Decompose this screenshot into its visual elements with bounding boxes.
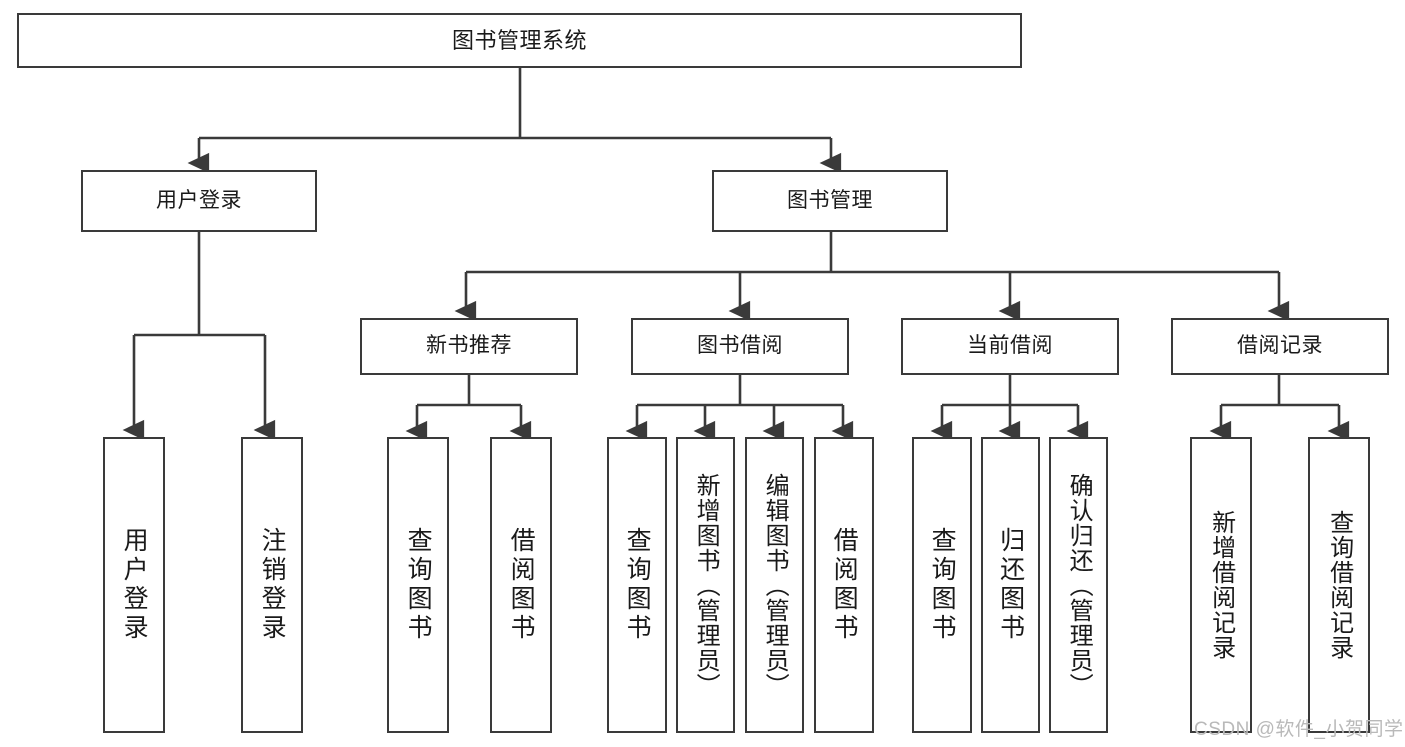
leaf-query-book-borrowing[interactable]: 查询图书 [607, 437, 667, 733]
leaf-logout[interactable]: 注销登录 [241, 437, 303, 733]
node-current-borrowing[interactable]: 当前借阅 [901, 318, 1119, 375]
node-label: 注销登录 [258, 527, 287, 643]
node-label: 图书管理 [787, 188, 873, 212]
node-label: 查询图书 [928, 527, 957, 643]
node-label: 图书管理系统 [451, 27, 587, 53]
leaf-return-book[interactable]: 归还图书 [981, 437, 1040, 733]
node-user-login[interactable]: 用户登录 [81, 170, 317, 232]
node-label: 当前借阅 [967, 334, 1053, 358]
node-label: 归还图书 [996, 527, 1025, 643]
node-label: 查询图书 [404, 527, 433, 643]
leaf-add-book-admin[interactable]: 新增图书（管理员） [676, 437, 735, 733]
node-borrowing-records[interactable]: 借阅记录 [1171, 318, 1389, 375]
node-label: 查询借阅记录 [1325, 510, 1353, 660]
leaf-query-book-current[interactable]: 查询图书 [912, 437, 972, 733]
node-new-book-recommendation[interactable]: 新书推荐 [360, 318, 578, 375]
node-label: 用户登录 [120, 527, 149, 643]
node-label: 查询图书 [623, 527, 652, 643]
node-label: 图书借阅 [697, 334, 783, 358]
node-label: 新增图书（管理员） [692, 472, 720, 698]
node-root-book-management-system[interactable]: 图书管理系统 [17, 13, 1022, 68]
node-label: 编辑图书（管理员） [761, 472, 789, 698]
leaf-query-book-recommendation[interactable]: 查询图书 [387, 437, 449, 733]
node-book-borrowing[interactable]: 图书借阅 [631, 318, 849, 375]
leaf-add-borrow-record[interactable]: 新增借阅记录 [1190, 437, 1252, 733]
leaf-borrow-book[interactable]: 借阅图书 [814, 437, 874, 733]
leaf-query-borrow-record[interactable]: 查询借阅记录 [1308, 437, 1370, 733]
node-label: 借阅图书 [507, 527, 536, 643]
node-label: 新书推荐 [426, 334, 512, 358]
node-label: 用户登录 [156, 188, 242, 212]
watermark-csdn: CSDN @软件_小贺同学 [1194, 719, 1404, 740]
node-label: 确认归还（管理员） [1065, 472, 1093, 698]
node-label: 新增借阅记录 [1207, 510, 1235, 660]
leaf-borrow-book-recommendation[interactable]: 借阅图书 [490, 437, 552, 733]
leaf-edit-book-admin[interactable]: 编辑图书（管理员） [745, 437, 804, 733]
leaf-user-login[interactable]: 用户登录 [103, 437, 165, 733]
node-label: 借阅图书 [830, 527, 859, 643]
node-book-management[interactable]: 图书管理 [712, 170, 948, 232]
node-label: 借阅记录 [1237, 334, 1323, 358]
leaf-confirm-return-admin[interactable]: 确认归还（管理员） [1049, 437, 1108, 733]
